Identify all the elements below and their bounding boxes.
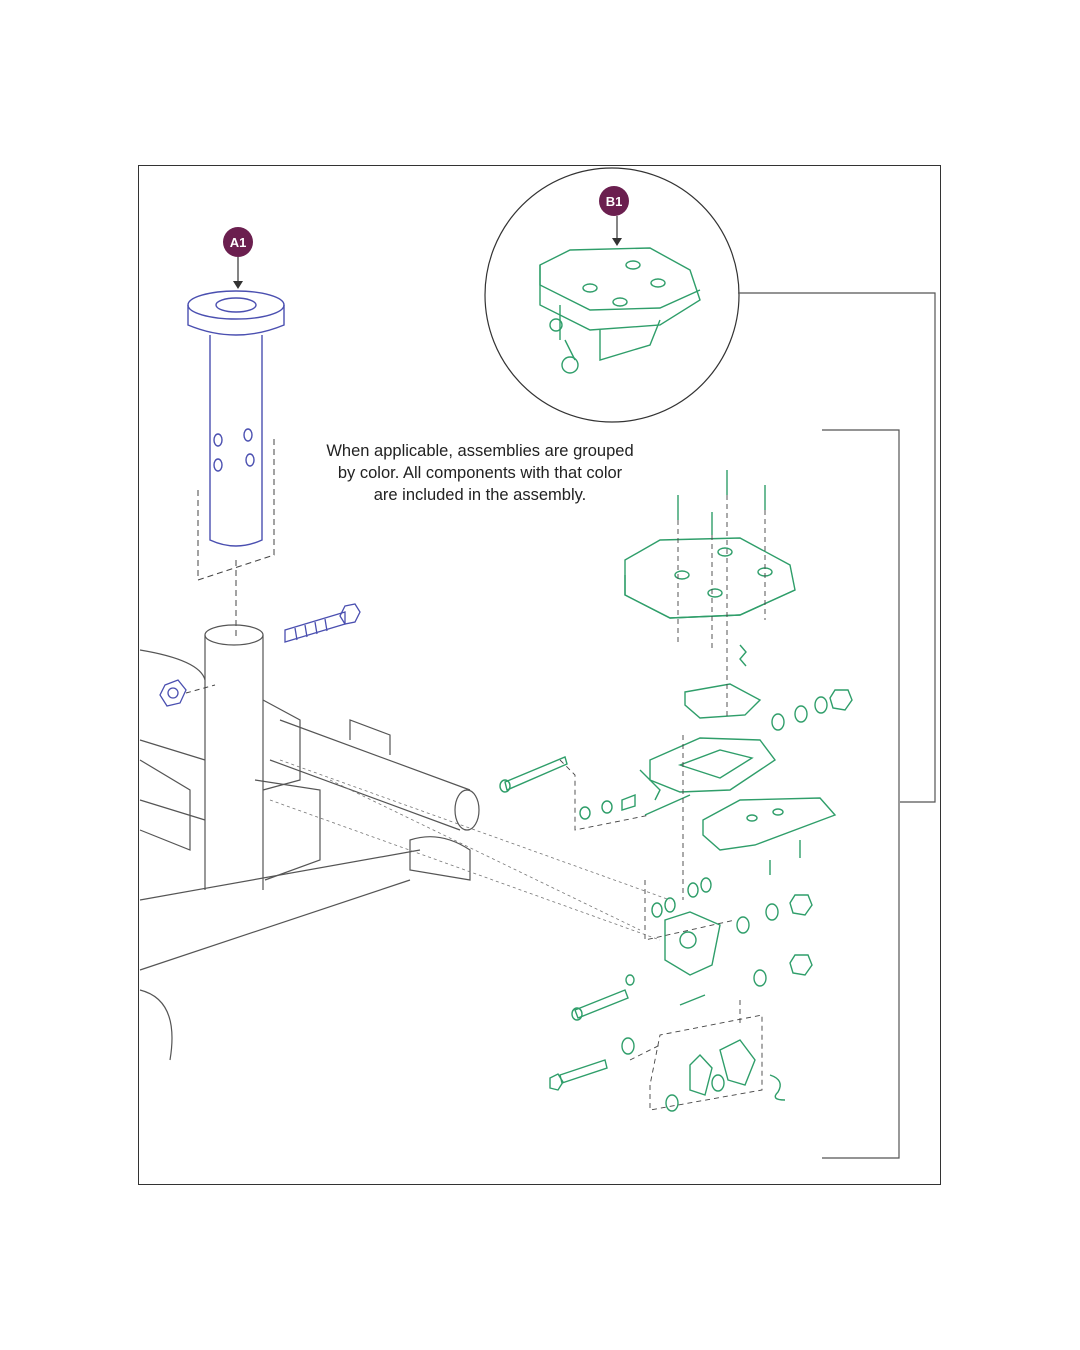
callout-label-a1: A1 [229, 234, 247, 250]
detail-seat-mount [539, 247, 701, 374]
callout-badge-a1: A1 [223, 227, 253, 257]
diagram-frame [138, 165, 941, 1185]
base-frame [139, 624, 480, 1061]
assembly-guide-lines [559, 495, 766, 1111]
note-line-2: by color. All components with that color [337, 464, 623, 482]
assembly-color-note: When applicable, assemblies are grouped … [300, 440, 660, 506]
callout-badge-b1: B1 [599, 186, 629, 216]
note-line-1: When applicable, assemblies are grouped [326, 442, 634, 460]
note-line-3: are included in the assembly. [373, 486, 587, 504]
seat-post-tube-a1 [187, 290, 285, 547]
detail-circle-b1 [484, 167, 740, 423]
callout-label-b1: B1 [605, 193, 623, 209]
exploded-seat-mount-b1 [499, 470, 853, 1112]
frame-bolt [159, 603, 361, 707]
assembly-brackets [738, 292, 936, 1159]
